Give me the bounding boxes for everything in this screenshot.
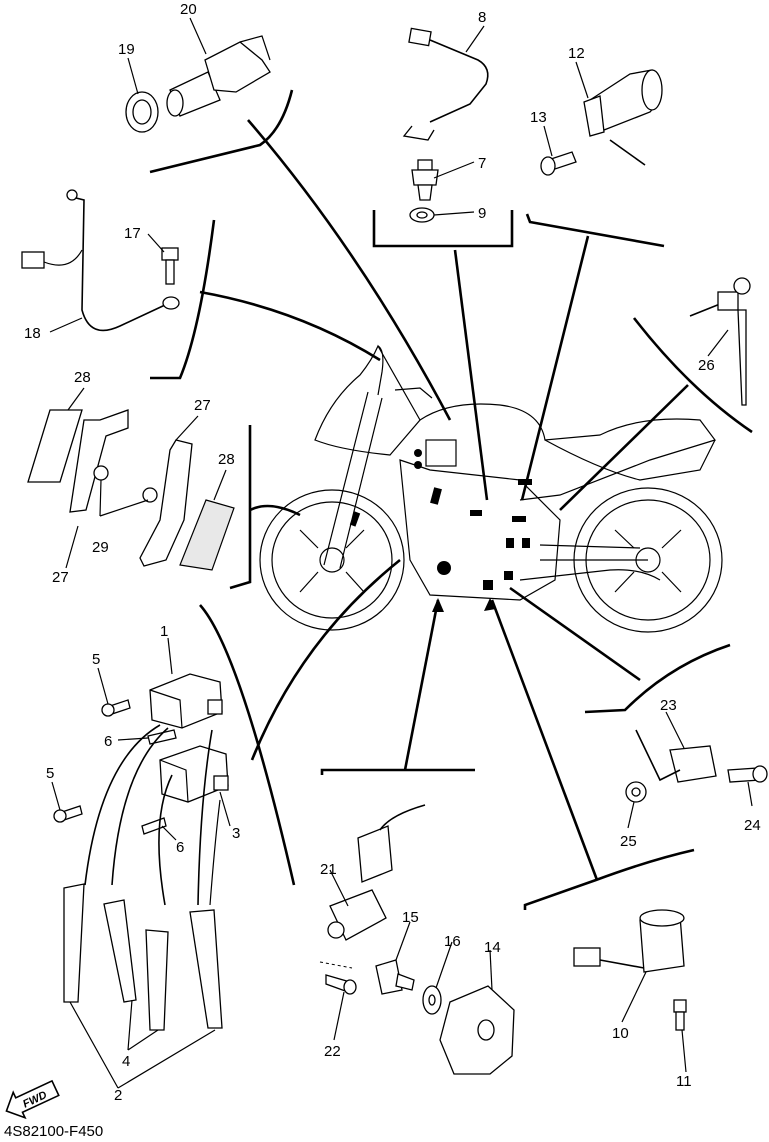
callout-4: 4 (122, 1053, 130, 1070)
callout-27-right: 27 (194, 397, 211, 414)
part-11-screw (673, 999, 687, 1031)
part-21-pickup-coil (327, 804, 426, 941)
callout-21: 21 (320, 861, 337, 878)
leader-lines (199, 119, 689, 881)
callout-10: 10 (612, 1025, 629, 1042)
callout-1: 1 (160, 623, 168, 640)
callout-6-lower: 6 (176, 839, 184, 856)
part-29-nuts (93, 465, 158, 503)
callout-5-upper: 5 (92, 651, 100, 668)
part-23-sensor (635, 729, 717, 783)
callout-7: 7 (478, 155, 486, 172)
fwd-label: FWD (21, 1089, 49, 1110)
callout-9: 9 (478, 205, 486, 222)
part-28-reflector-right (179, 499, 235, 571)
part-26-sensor (689, 277, 751, 406)
callout-23: 23 (660, 697, 677, 714)
motorcycle-illustration (259, 344, 723, 633)
part-3-ignition-coil (159, 745, 229, 803)
section-brackets (149, 89, 753, 910)
part-20-thermo-sensor (166, 35, 271, 117)
part-14-pickup-rotor (439, 985, 515, 1075)
callout-leaders (49, 17, 753, 1089)
callout-15: 15 (402, 909, 419, 926)
callout-28-left: 28 (74, 369, 91, 386)
callout-2: 2 (114, 1087, 122, 1104)
callout-27-left: 27 (52, 569, 69, 586)
callout-25: 25 (620, 833, 637, 850)
part-5-bolt-upper (101, 699, 131, 717)
callout-numbers: 20 19 8 7 9 12 13 17 18 26 28 27 28 29 2… (24, 1, 761, 1104)
part-6-bolt-upper (147, 729, 177, 745)
callout-3: 3 (232, 825, 240, 842)
part-24-bolt (727, 765, 768, 783)
part-13-bolt (540, 151, 577, 176)
callout-28-right: 28 (218, 451, 235, 468)
callout-5-lower: 5 (46, 765, 54, 782)
callout-14: 14 (484, 939, 501, 956)
part-17-bolt (161, 247, 179, 285)
part-27-bracket-right (139, 439, 193, 567)
callout-29: 29 (92, 539, 109, 556)
callout-20: 20 (180, 1, 197, 18)
part-27-bracket-left (69, 409, 129, 513)
part-18-lead-wire (21, 189, 180, 332)
part-1-ignition-coil (149, 673, 223, 729)
part-9-washer (409, 207, 435, 223)
part-7-sensor (411, 159, 439, 201)
callout-26: 26 (698, 357, 715, 374)
part-25-nut (625, 781, 647, 803)
drawing-code: 4S82100-F450 (4, 1123, 103, 1140)
part-16-washer (422, 985, 442, 1015)
callout-24: 24 (744, 817, 761, 834)
callout-12: 12 (568, 45, 585, 62)
callout-19: 19 (118, 41, 135, 58)
callout-8: 8 (478, 9, 486, 26)
callout-16: 16 (444, 933, 461, 950)
part-5-bolt-lower (53, 805, 83, 823)
callout-6-upper: 6 (104, 733, 112, 750)
callout-18: 18 (24, 325, 41, 342)
callout-22: 22 (324, 1043, 341, 1060)
part-8-lead-wire (402, 27, 489, 141)
part-15-bolt (375, 959, 415, 995)
callout-11: 11 (676, 1073, 692, 1090)
fwd-arrow: FWD (5, 1079, 60, 1120)
callout-17: 17 (124, 225, 141, 242)
part-22-screw (319, 961, 357, 995)
part-28-reflector-left (27, 409, 83, 483)
part-12-speed-sensor (583, 69, 663, 166)
part-10-neutral-switch (573, 909, 685, 973)
part-2-spark-plug-leads (63, 724, 223, 1031)
part-19-gasket (125, 91, 159, 133)
callout-13: 13 (530, 109, 547, 126)
